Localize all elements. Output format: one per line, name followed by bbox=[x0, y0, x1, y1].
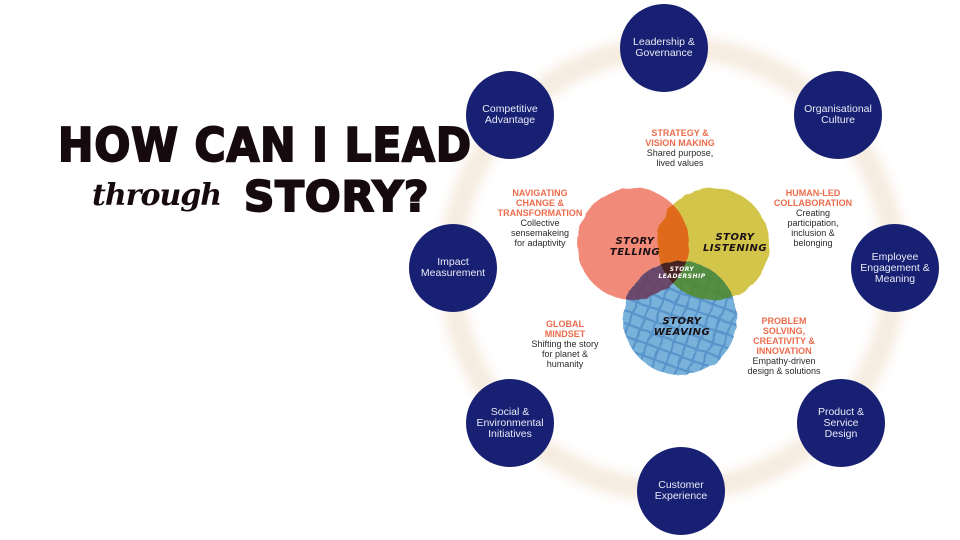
node-customer-experience[interactable]: Customer Experience bbox=[637, 447, 725, 535]
venn-label-story-leadership: STORY LEADERSHIP bbox=[658, 266, 706, 280]
venn-label-story-telling: STORY TELLING bbox=[609, 236, 661, 258]
node-leadership-governance[interactable]: Leadership & Governance bbox=[620, 4, 708, 92]
callout-problem-solving: PROBLEM SOLVING, CREATIVITY & INNOVATION… bbox=[728, 316, 840, 376]
title-script-through: through bbox=[92, 178, 222, 213]
callout-strategy: STRATEGY & VISION MAKING Shared purpose,… bbox=[620, 128, 740, 168]
title-line-1: HOW CAN I LEAD bbox=[57, 117, 472, 173]
node-product-service-design[interactable]: Product & Service Design bbox=[797, 379, 885, 467]
node-competitive-advantage[interactable]: Competitive Advantage bbox=[466, 71, 554, 159]
callout-heading: HUMAN-LED COLLABORATION bbox=[773, 188, 853, 208]
callout-body: Shifting the story for planet & humanity bbox=[531, 339, 599, 369]
node-impact-measurement[interactable]: Impact Measurement bbox=[409, 224, 497, 312]
callout-global-mindset: GLOBAL MINDSET Shifting the story for pl… bbox=[510, 319, 620, 369]
node-social-environmental[interactable]: Social & Environmental Initiatives bbox=[466, 379, 554, 467]
venn-overlap-listening-weaving bbox=[657, 261, 737, 300]
title-story: STORY? bbox=[243, 171, 430, 222]
callout-heading: GLOBAL MINDSET bbox=[544, 319, 586, 339]
node-organisational-culture[interactable]: Organisational Culture bbox=[794, 71, 882, 159]
venn-diagram bbox=[577, 188, 769, 375]
callout-body: Empathy-driven design & solutions bbox=[747, 356, 821, 376]
callout-body: Collective sensemakeing for adaptivity bbox=[510, 218, 570, 248]
callout-human-led: HUMAN-LED COLLABORATION Creating partici… bbox=[758, 188, 868, 248]
callout-heading: PROBLEM SOLVING, CREATIVITY & INNOVATION bbox=[753, 316, 815, 356]
callout-body: Shared purpose, lived values bbox=[646, 148, 714, 168]
venn-label-story-weaving: STORY WEAVING bbox=[653, 316, 711, 338]
callout-body: Creating participation, inclusion & belo… bbox=[787, 208, 839, 248]
callout-heading: NAVIGATING CHANGE & TRANSFORMATION bbox=[497, 188, 583, 218]
callout-navigating-change: NAVIGATING CHANGE & TRANSFORMATION Colle… bbox=[480, 188, 600, 248]
node-employee-engagement[interactable]: Employee Engagement & Meaning bbox=[851, 224, 939, 312]
venn-overlap-telling-weaving bbox=[623, 261, 689, 300]
callout-heading: STRATEGY & VISION MAKING bbox=[645, 128, 715, 148]
venn-label-story-listening: STORY LISTENING bbox=[702, 232, 768, 254]
